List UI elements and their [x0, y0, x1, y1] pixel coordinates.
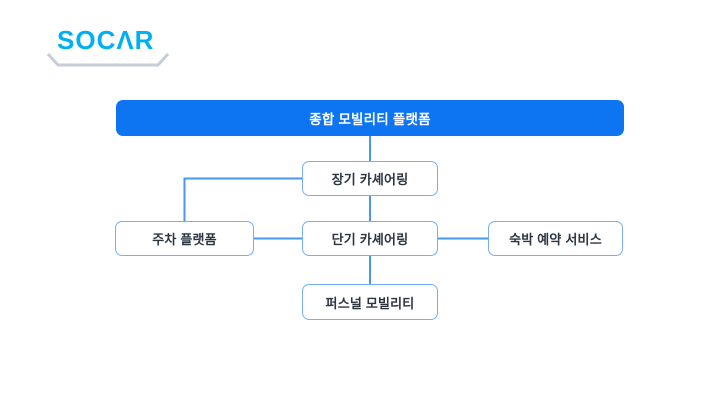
node-lodging-reservation: 숙박 예약 서비스 — [488, 221, 623, 256]
node-personal-mobility: 퍼스널 모빌리티 — [302, 284, 438, 320]
connector-long-term-to-parking — [183, 177, 302, 221]
node-root-label: 종합 모빌리티 플랫폼 — [309, 112, 431, 127]
node-label: 숙박 예약 서비스 — [509, 232, 602, 247]
socar-logo-platform-icon — [46, 52, 170, 67]
node-label: 장기 카셰어링 — [331, 172, 409, 187]
node-root: 종합 모빌리티 플랫폼 — [116, 100, 624, 136]
node-parking-platform: 주차 플랫폼 — [115, 221, 254, 256]
socar-logo-text: SOCΛR — [57, 25, 155, 55]
node-label: 단기 카셰어링 — [331, 232, 409, 247]
node-long-term-carsharing: 장기 카셰어링 — [302, 161, 438, 196]
socar-logo: SOCΛR — [46, 26, 170, 68]
node-short-term-carsharing: 단기 카셰어링 — [302, 221, 438, 256]
node-label: 퍼스널 모빌리티 — [325, 295, 415, 311]
node-label: 주차 플랫폼 — [152, 232, 217, 247]
